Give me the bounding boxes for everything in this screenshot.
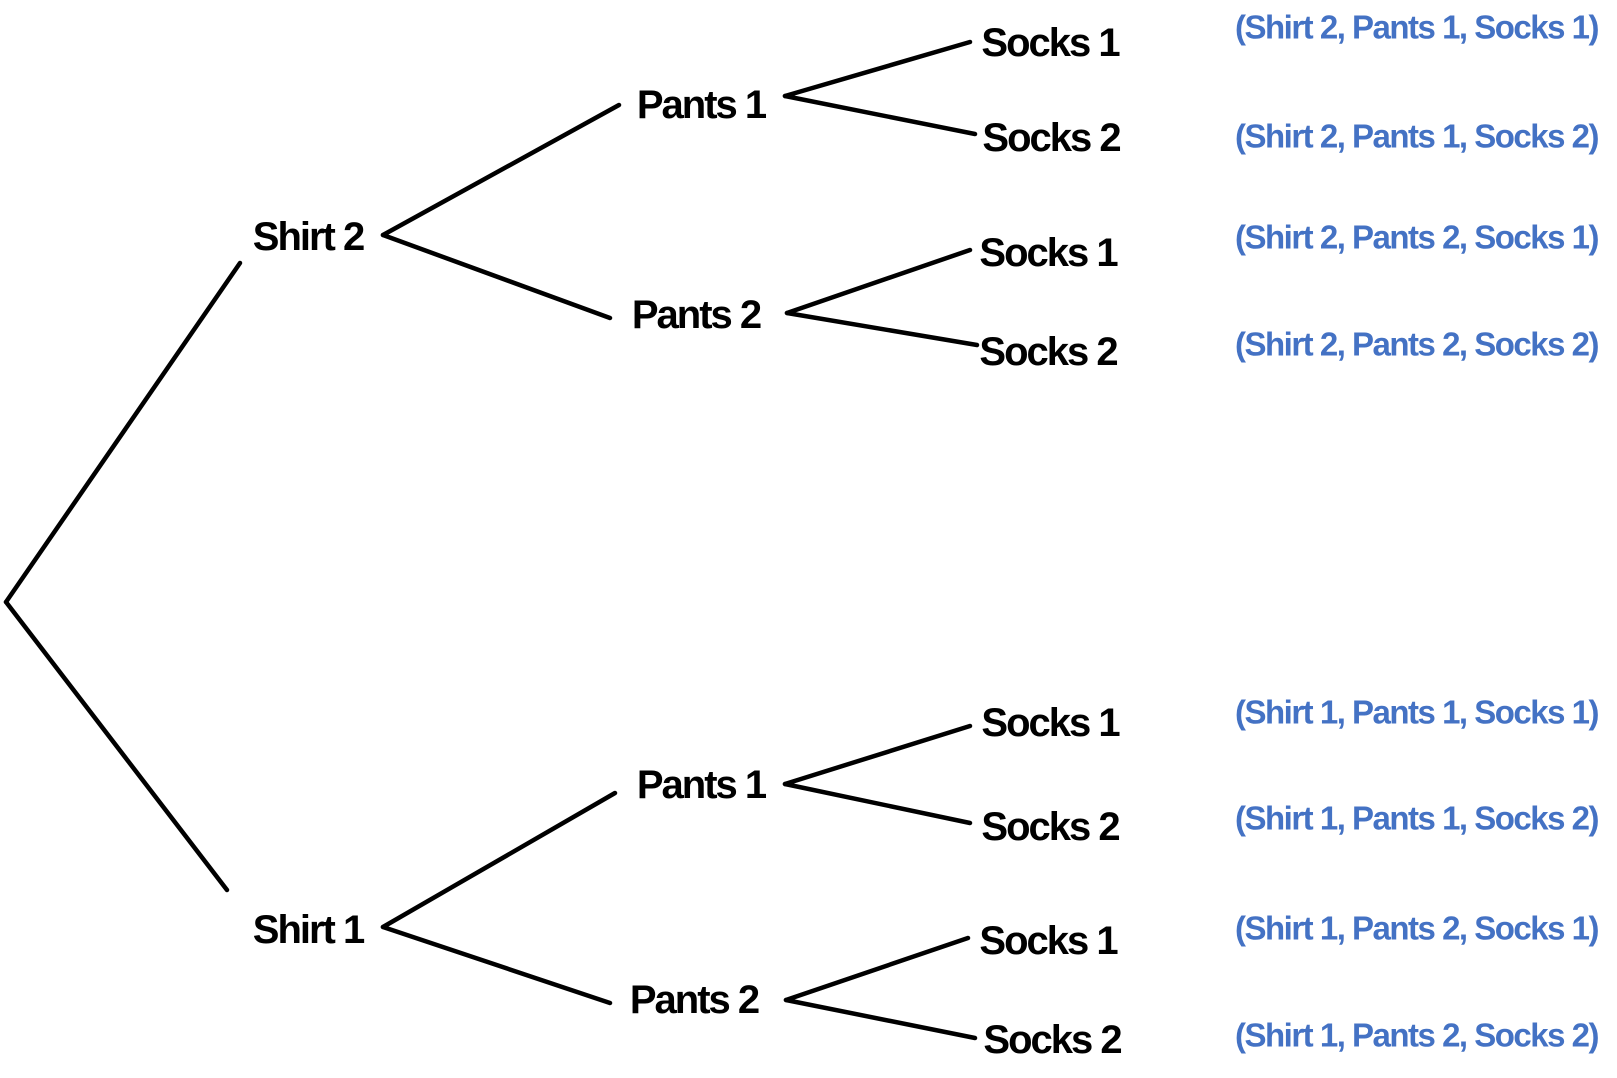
node-top-pants-1: Pants 1 <box>636 83 767 127</box>
node-socks-row-7: Socks 1 <box>979 919 1118 963</box>
outcome-shirt1-pants2-socks1: (Shirt 1, Pants 2, Socks 1) <box>1235 909 1599 947</box>
edge-top-pants2-socks1 <box>784 247 973 316</box>
node-top-pants-2: Pants 2 <box>631 293 762 337</box>
edge-shirt1-pants2 <box>380 924 613 1006</box>
outcome-shirt2-pants1-socks2: (Shirt 2, Pants 1, Socks 2) <box>1235 117 1599 155</box>
node-socks-row-2: Socks 2 <box>982 116 1121 160</box>
edge-top-pants1-socks1 <box>782 39 973 99</box>
edge-bottom-pants1-socks2 <box>782 781 973 826</box>
node-socks-row-6: Socks 2 <box>981 805 1120 849</box>
node-socks-row-8: Socks 2 <box>983 1018 1122 1062</box>
outcome-shirt2-pants2-socks1: (Shirt 2, Pants 2, Socks 1) <box>1235 218 1599 256</box>
node-bottom-pants-2: Pants 2 <box>629 978 760 1022</box>
node-shirt-1: Shirt 1 <box>252 908 365 952</box>
outcome-shirt1-pants2-socks2: (Shirt 1, Pants 2, Socks 2) <box>1235 1016 1599 1054</box>
edge-top-pants1-socks2 <box>782 93 978 137</box>
edge-root-shirt1 <box>3 599 230 893</box>
edge-bottom-pants1-socks1 <box>782 723 973 787</box>
edge-shirt2-pants1 <box>380 102 622 238</box>
edge-shirt2-pants2 <box>380 232 613 321</box>
node-shirt-2: Shirt 2 <box>252 215 365 259</box>
outcome-shirt2-pants1-socks1: (Shirt 2, Pants 1, Socks 1) <box>1235 8 1599 46</box>
node-socks-row-4: Socks 2 <box>979 330 1118 374</box>
node-socks-row-3: Socks 1 <box>979 231 1118 275</box>
edge-root-shirt2 <box>3 260 243 605</box>
edge-shirt1-pants1 <box>380 790 618 930</box>
outcome-shirt2-pants2-socks2: (Shirt 2, Pants 2, Socks 2) <box>1235 325 1599 363</box>
edge-bottom-pants2-socks1 <box>783 935 971 1003</box>
edge-bottom-pants2-socks2 <box>783 997 978 1041</box>
outcome-shirt1-pants1-socks2: (Shirt 1, Pants 1, Socks 2) <box>1235 799 1599 837</box>
node-socks-row-1: Socks 1 <box>981 21 1120 65</box>
edge-top-pants2-socks2 <box>784 310 980 348</box>
node-socks-row-5: Socks 1 <box>981 701 1120 745</box>
node-bottom-pants-1: Pants 1 <box>636 763 767 807</box>
outcome-shirt1-pants1-socks1: (Shirt 1, Pants 1, Socks 1) <box>1235 693 1599 731</box>
